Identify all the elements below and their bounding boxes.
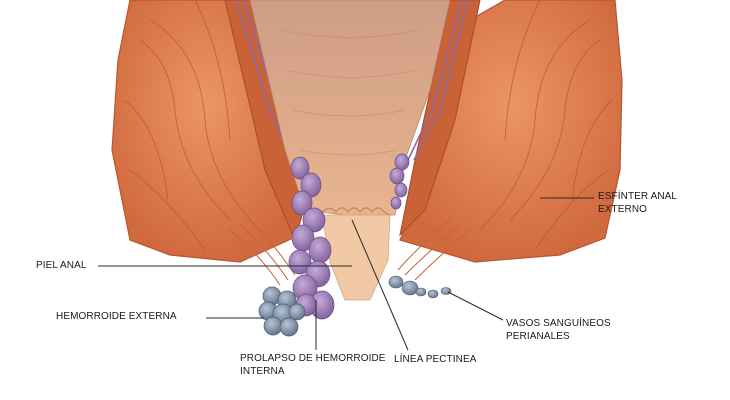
leader-vasos [447,291,504,321]
mucosa-folds [279,29,421,156]
external-hemorrhoid [258,286,306,337]
label-vasos-sanguineos: VASOS SANGUÍNEOS PERIANALES [506,318,611,342]
internal-hemorrhoid-right [389,153,410,210]
label-linea-pectinea: LÍNEA PECTINEA [394,354,477,365]
perianal-vessels [388,275,452,299]
label-hemorroide-externa: HEMORROIDE EXTERNA [56,311,177,322]
label-prolapso-hemorroide-interna: PROLAPSO DE HEMORROIDE INTERNA [240,353,386,377]
canal-wall-right [399,0,481,237]
anal-skin [321,214,391,301]
label-piel-anal: PIEL ANAL [36,260,87,271]
leader-linea-pectinea [351,219,409,351]
muscle-fibers [124,0,613,251]
leader-lines [98,197,594,351]
levator-fibers [229,219,471,286]
prolapsed-internal-hemorrhoid [288,156,335,320]
pectinate-line-shape [321,207,391,216]
label-esfinter-anal-externo: ESFÍNTER ANAL EXTERNO [598,191,677,215]
